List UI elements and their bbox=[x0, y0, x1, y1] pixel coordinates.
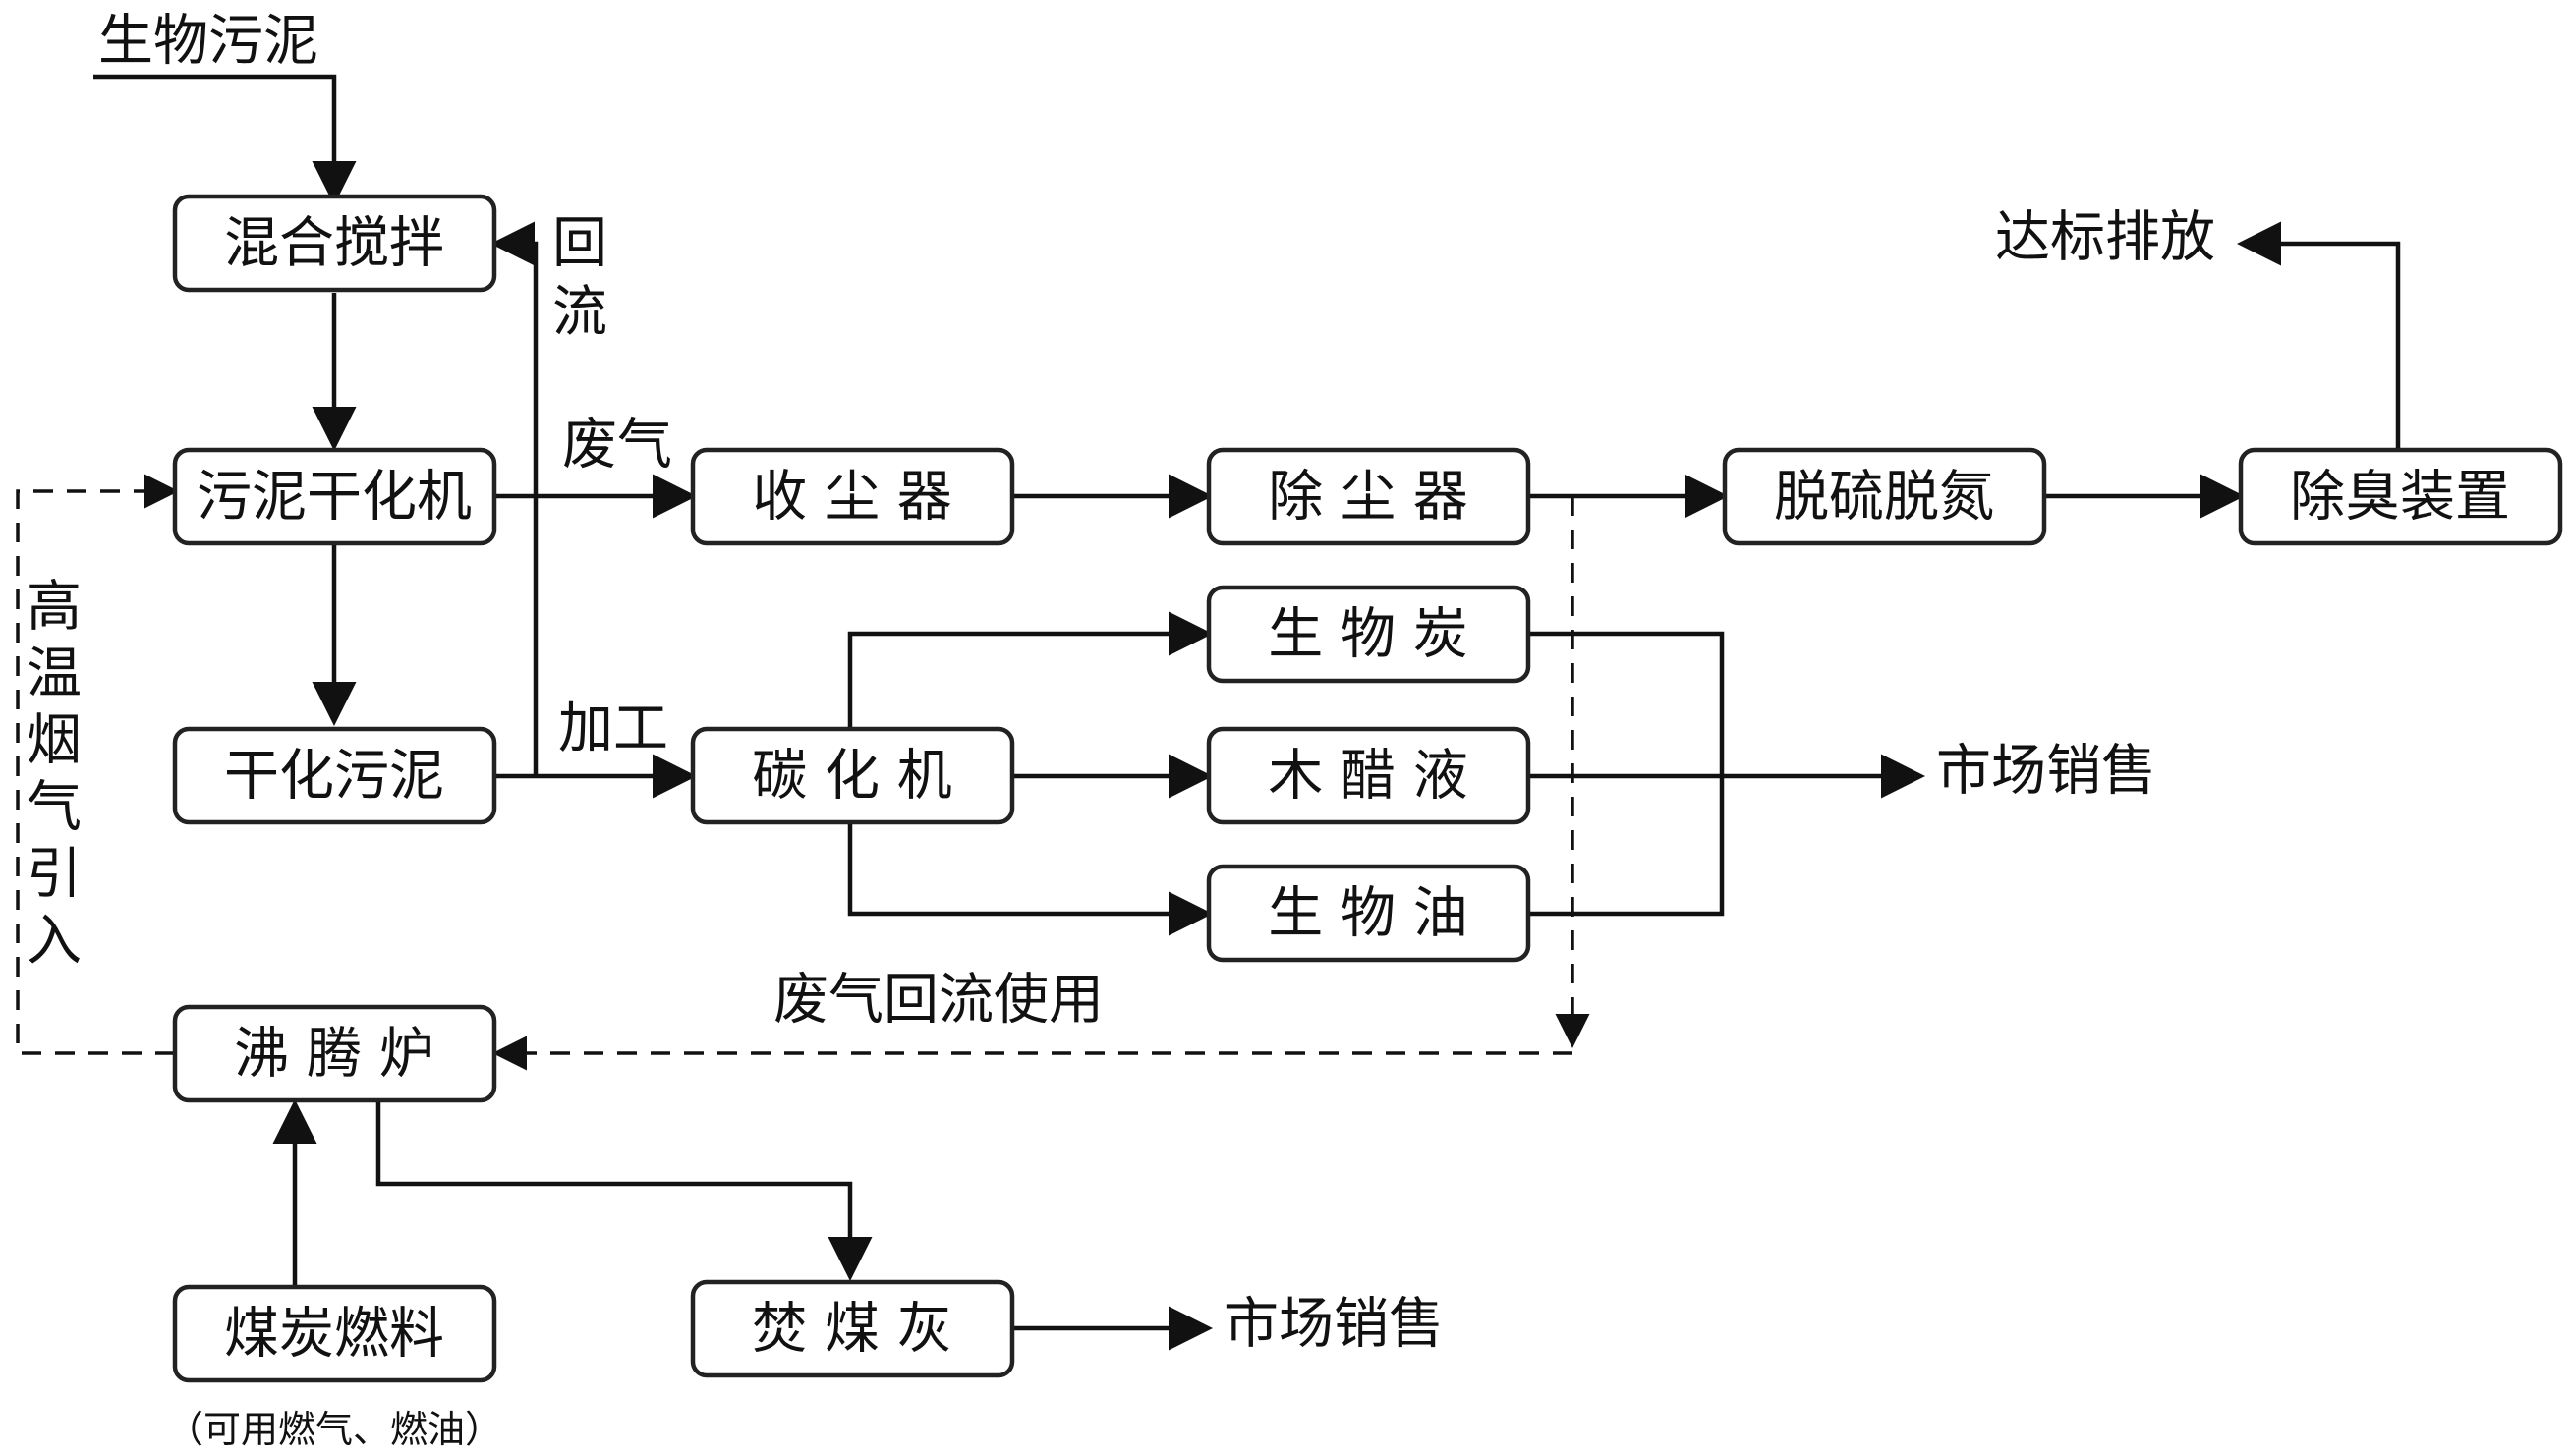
hot-flue-label-3: 烟 bbox=[27, 709, 82, 773]
arrow-reflux-to-mix bbox=[490, 221, 539, 776]
boiler-box-label: 沸 腾 炉 bbox=[234, 1023, 434, 1087]
boiler-box: 沸 腾 炉 bbox=[172, 1004, 497, 1103]
arrow-carbonizer-to-biochar bbox=[847, 611, 1213, 729]
mix-box-label: 混合搅拌 bbox=[224, 212, 444, 276]
hot-flue-label-5: 引 bbox=[27, 843, 82, 907]
coal-box: 煤炭燃料 bbox=[172, 1284, 497, 1383]
arrow-boiler-to-ash bbox=[375, 1100, 873, 1281]
exhaust-reuse-label: 废气回流使用 bbox=[773, 969, 1104, 1033]
desulf-box: 脱硫脱氮 bbox=[1722, 447, 2047, 546]
sludge-input-label: 生物污泥 bbox=[98, 10, 318, 74]
arrow-carbonizer-to-bio-oil bbox=[847, 823, 1213, 936]
arrow-deodor-to-discharge bbox=[2237, 221, 2401, 450]
dust-remover-box: 除 尘 器 bbox=[1206, 447, 1531, 546]
reflux-label-2: 流 bbox=[552, 281, 607, 345]
collector-box: 收 尘 器 bbox=[690, 447, 1015, 546]
collector-box-label: 收 尘 器 bbox=[752, 466, 952, 530]
vinegar-box-label: 木 醋 液 bbox=[1268, 745, 1468, 809]
dried-sludge-box: 干化污泥 bbox=[172, 726, 497, 825]
biochar-box-label: 生 物 炭 bbox=[1268, 603, 1468, 667]
processing-label: 加工 bbox=[558, 698, 668, 761]
reflux-label-1: 回 bbox=[552, 212, 607, 276]
deodor-box-label: 除臭装置 bbox=[2290, 466, 2510, 530]
ash-box: 焚 煤 灰 bbox=[690, 1279, 1015, 1378]
deodor-box: 除臭装置 bbox=[2238, 447, 2563, 546]
market-label-products: 市场销售 bbox=[1936, 740, 2156, 804]
coal-box-label: 煤炭燃料 bbox=[224, 1303, 444, 1367]
hot-flue-label-1: 高 bbox=[27, 576, 82, 640]
biochar-box: 生 物 炭 bbox=[1206, 585, 1531, 684]
line-biochar-merge bbox=[1526, 631, 1725, 917]
exhaust-label: 废气 bbox=[562, 414, 672, 477]
vinegar-box: 木 醋 液 bbox=[1206, 726, 1531, 825]
ash-box-label: 焚 煤 灰 bbox=[752, 1298, 952, 1362]
hot-flue-label-4: 气 bbox=[27, 776, 82, 840]
market-label-ash: 市场销售 bbox=[1224, 1293, 1444, 1357]
dried-sludge-box-label: 干化污泥 bbox=[224, 745, 444, 809]
mix-box: 混合搅拌 bbox=[172, 194, 497, 293]
dryer-box-label: 污泥干化机 bbox=[197, 466, 472, 530]
dust-remover-box-label: 除 尘 器 bbox=[1268, 466, 1468, 530]
carbonizer-box-label: 碳 化 机 bbox=[752, 745, 952, 809]
hot-flue-label-6: 入 bbox=[27, 910, 82, 974]
dryer-box: 污泥干化机 bbox=[172, 447, 497, 546]
bio-oil-box: 生 物 油 bbox=[1206, 864, 1531, 963]
bio-oil-box-label: 生 物 油 bbox=[1268, 882, 1468, 946]
discharge-label: 达标排放 bbox=[1995, 206, 2215, 270]
hot-flue-label-2: 温 bbox=[27, 643, 82, 706]
sludge-input-arrow bbox=[93, 74, 357, 205]
carbonizer-box: 碳 化 机 bbox=[690, 726, 1015, 825]
dashed-hot-flue-to-dryer bbox=[16, 474, 179, 1055]
coal-alternative-note: （可用燃气、燃油） bbox=[166, 1408, 502, 1451]
desulf-box-label: 脱硫脱氮 bbox=[1774, 466, 1994, 530]
